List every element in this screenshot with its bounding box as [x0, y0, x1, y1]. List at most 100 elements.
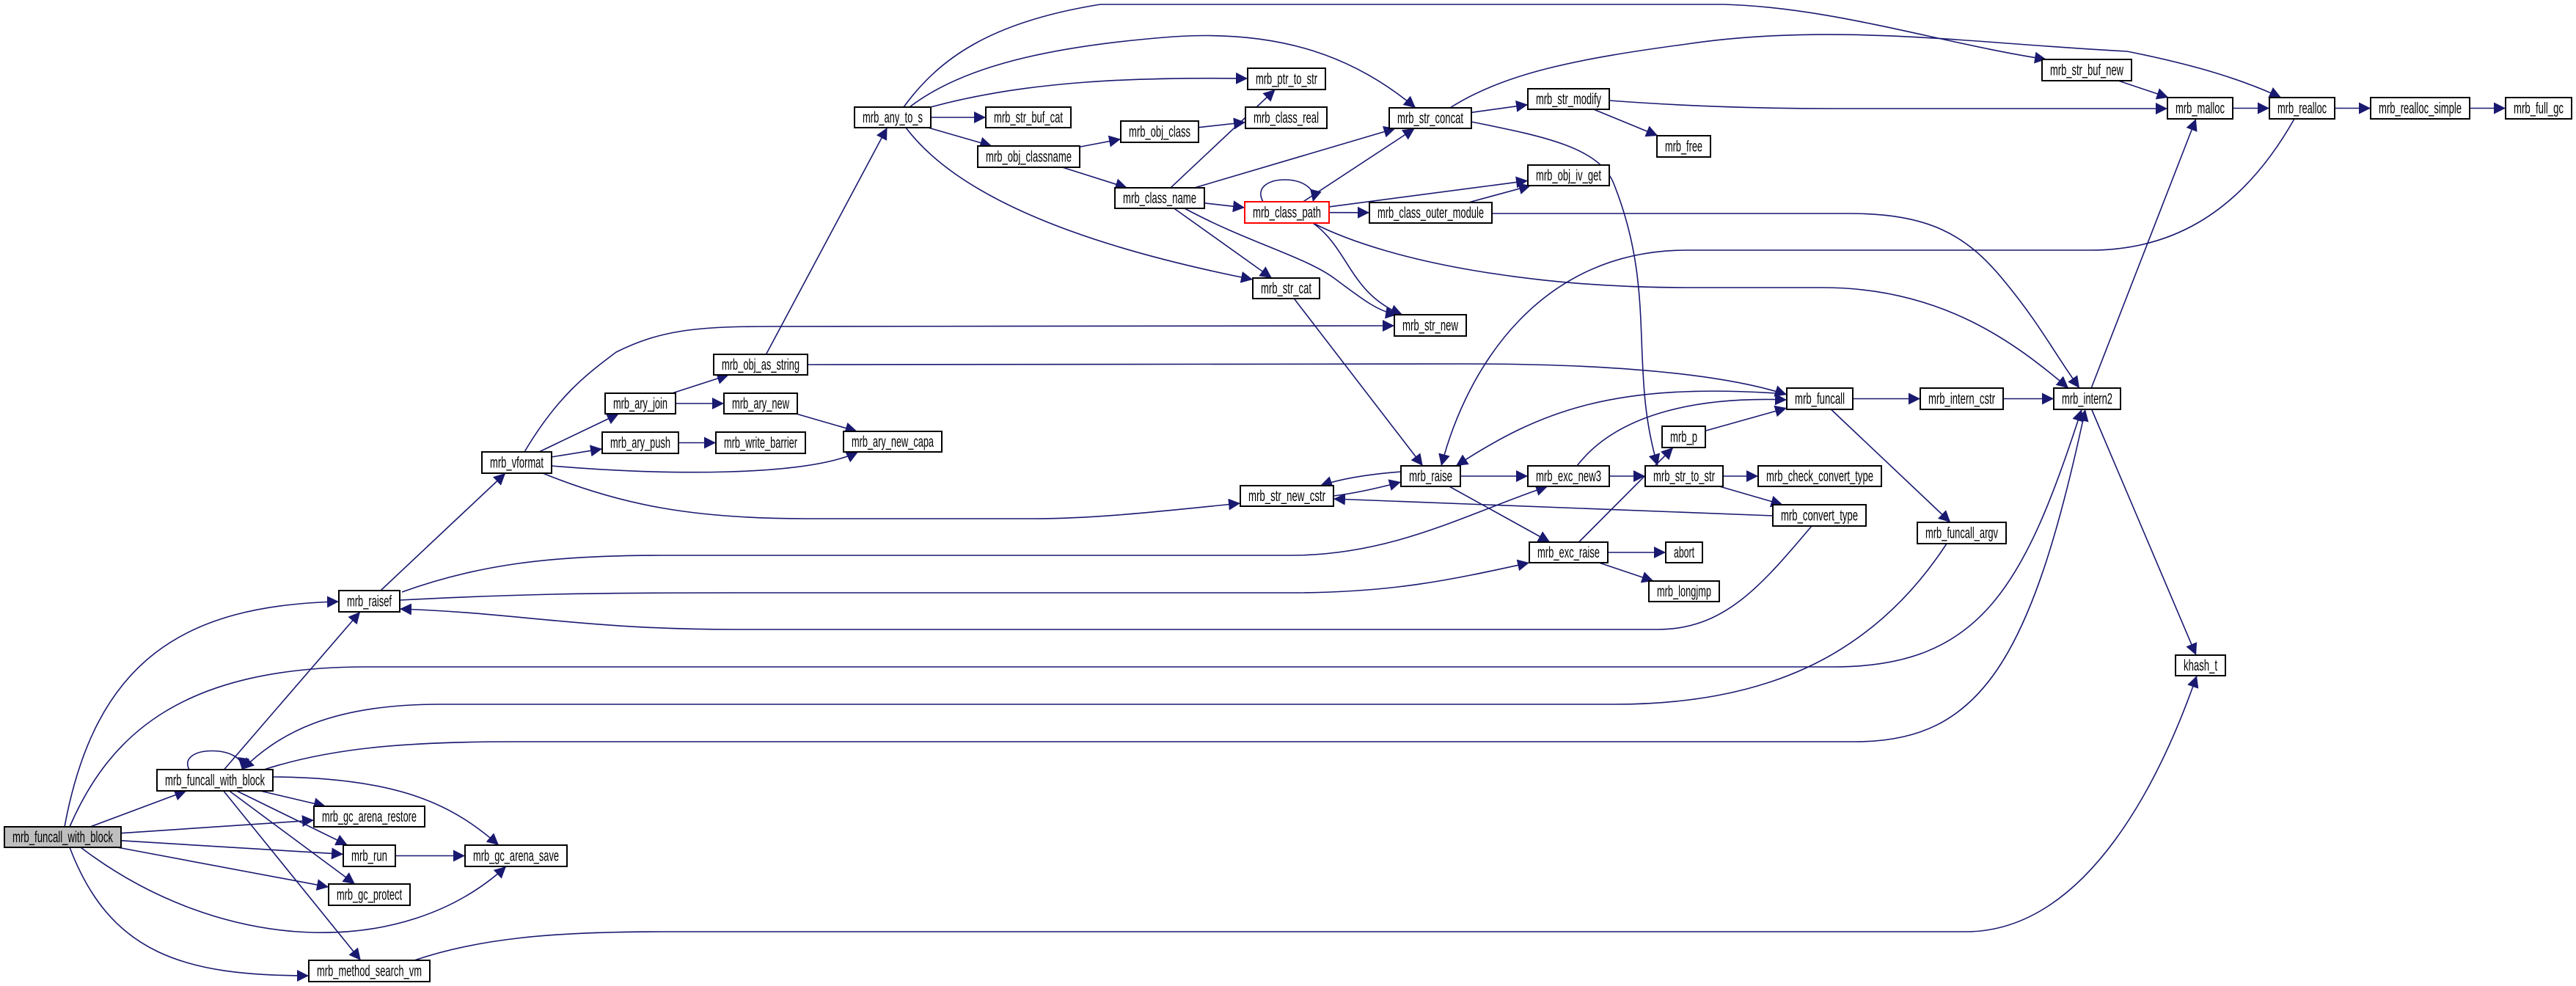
edge-root-to-fwb [89, 789, 187, 828]
node-longjmp[interactable]: mrb_longjmp [1648, 580, 1720, 602]
node-obj-as-string[interactable]: mrb_obj_as_string [713, 354, 808, 376]
node-str-cat[interactable]: mrb_str_cat [1252, 277, 1320, 299]
node-save[interactable]: mrb_gc_arena_save [464, 844, 568, 867]
node-obj-class[interactable]: mrb_obj_class [1120, 120, 1199, 143]
node-restore[interactable]: mrb_gc_arena_restore [313, 806, 425, 828]
edge-str_to_str-to-convert_type [1719, 486, 1783, 508]
edge-exc_new3-to-funcall [1576, 393, 1788, 467]
node-intern2[interactable]: mrb_intern2 [2053, 387, 2121, 410]
node-box [1786, 387, 1854, 410]
node-box [2041, 59, 2132, 81]
node-raise[interactable]: mrb_raise [1400, 465, 1461, 487]
node-obj-iv-get[interactable]: mrb_obj_iv_get [1527, 164, 1610, 186]
node-exc-new3[interactable]: mrb_exc_new3 [1527, 465, 1610, 487]
node-box [481, 451, 552, 474]
node-label: mrb_realloc [2277, 101, 2327, 117]
node-khash-t[interactable]: khash_t [2175, 654, 2226, 676]
node-mrb-p[interactable]: mrb_p [1661, 426, 1706, 448]
node-box [1245, 106, 1328, 129]
node-protect[interactable]: mrb_gc_protect [328, 883, 411, 906]
node-fwb[interactable]: mrb_funcall_with_block [156, 769, 274, 792]
node-full-gc[interactable]: mrb_full_gc [2505, 97, 2572, 120]
node-realloc[interactable]: mrb_realloc [2269, 97, 2335, 120]
edge-root-to-run [120, 840, 344, 860]
node-class-name[interactable]: mrb_class_name [1114, 187, 1205, 209]
node-realloc-simple[interactable]: mrb_realloc_simple [2370, 97, 2470, 120]
node-box [1665, 541, 1703, 563]
edge-vformat-to-ary_push [551, 445, 603, 458]
node-box [156, 769, 274, 792]
node-label: khash_t [2184, 657, 2217, 674]
node-label: mrb_class_outer_module [1377, 205, 1484, 222]
node-ary-join[interactable]: mrb_ary_join [604, 392, 676, 415]
edge-fwb-to-protect [229, 790, 356, 885]
node-label: mrb_funcall_with_block [12, 829, 113, 846]
edge-vformat-to-ary_new_capa [551, 451, 859, 473]
edge-class_path-to-class_path [1260, 179, 1322, 202]
node-label: mrb_obj_classname [986, 149, 1072, 166]
node-str-buf-new[interactable]: mrb_str_buf_new [2041, 59, 2132, 81]
node-any-to-s[interactable]: mrb_any_to_s [854, 106, 932, 128]
node-box [723, 392, 798, 415]
node-obj-classname[interactable]: mrb_obj_classname [977, 145, 1080, 168]
node-ptr-to-str[interactable]: mrb_ptr_to_str [1247, 67, 1326, 90]
node-label: mrb_funcall [1795, 391, 1845, 408]
node-abort[interactable]: abort [1665, 541, 1703, 563]
edge-any_to_s-to-ptr_to_str [930, 72, 1248, 108]
node-convert-type[interactable]: mrb_convert_type [1772, 504, 1867, 527]
node-malloc[interactable]: mrb_malloc [2167, 97, 2233, 120]
node-str-new[interactable]: mrb_str_new [1394, 314, 1467, 337]
node-box [1400, 465, 1461, 487]
node-class-outer-module[interactable]: mrb_class_outer_module [1369, 202, 1493, 224]
node-box [1388, 107, 1472, 129]
node-check-convert-type[interactable]: mrb_check_convert_type [1757, 465, 1882, 487]
node-box [1394, 314, 1467, 337]
node-class-path[interactable]: mrb_class_path [1244, 201, 1330, 224]
node-box [2175, 654, 2226, 676]
node-box [601, 431, 679, 454]
node-box [1529, 541, 1609, 563]
node-str-modify[interactable]: mrb_str_modify [1527, 88, 1610, 110]
node-intern-cstr[interactable]: mrb_intern_cstr [1920, 387, 2004, 410]
node-label: mrb_write_barrier [724, 435, 797, 452]
node-exc-raise[interactable]: mrb_exc_raise [1529, 541, 1609, 563]
node-funcall[interactable]: mrb_funcall [1786, 387, 1854, 410]
node-label: mrb_malloc [2176, 101, 2225, 117]
node-str-buf-cat[interactable]: mrb_str_buf_cat [985, 106, 1072, 128]
edge-ary_join-to-obj_as_string [672, 373, 729, 394]
node-str-to-str[interactable]: mrb_str_to_str [1644, 465, 1724, 487]
node-box [464, 844, 568, 867]
node-label: mrb_gc_arena_save [473, 848, 559, 865]
node-label: mrb_ary_join [613, 395, 667, 412]
node-ary-new[interactable]: mrb_ary_new [723, 392, 798, 415]
edge-class_name-to-class_path [1204, 200, 1245, 213]
node-box [2167, 97, 2233, 120]
node-box [328, 883, 411, 906]
edge-str_new_cstr-to-raise [1333, 479, 1402, 497]
node-label: mrb_full_gc [2514, 101, 2564, 117]
node-vformat[interactable]: mrb_vformat [481, 451, 552, 474]
edge-root-to-restore [120, 815, 315, 834]
node-ary-push[interactable]: mrb_ary_push [601, 431, 679, 454]
node-write-barrier[interactable]: mrb_write_barrier [715, 431, 806, 454]
node-label: mrb_free [1665, 139, 1702, 156]
node-root[interactable]: mrb_funcall_with_block [4, 826, 122, 848]
edge-intern2-to-khash_t [2090, 409, 2198, 656]
node-str-new-cstr[interactable]: mrb_str_new_cstr [1240, 485, 1334, 507]
node-label: mrb_ary_new [732, 395, 790, 412]
node-ary-new-capa[interactable]: mrb_ary_new_capa [843, 431, 943, 453]
node-str-concat[interactable]: mrb_str_concat [1388, 107, 1472, 129]
node-label: mrb_exc_new3 [1536, 468, 1601, 485]
edge-root-to-raisef [64, 596, 340, 828]
node-raisef[interactable]: mrb_raisef [338, 590, 400, 613]
node-box [985, 106, 1072, 128]
node-run[interactable]: mrb_run [343, 844, 396, 867]
node-free[interactable]: mrb_free [1656, 135, 1711, 158]
edge-realloc-to-raise [1438, 118, 2295, 467]
node-label: mrb_check_convert_type [1766, 468, 1873, 485]
node-box [1644, 465, 1724, 487]
node-funcall-argv[interactable]: mrb_funcall_argv [1917, 522, 2007, 544]
node-class-real[interactable]: mrb_class_real [1245, 106, 1328, 129]
node-msvm[interactable]: mrb_method_search_vm [308, 960, 431, 982]
